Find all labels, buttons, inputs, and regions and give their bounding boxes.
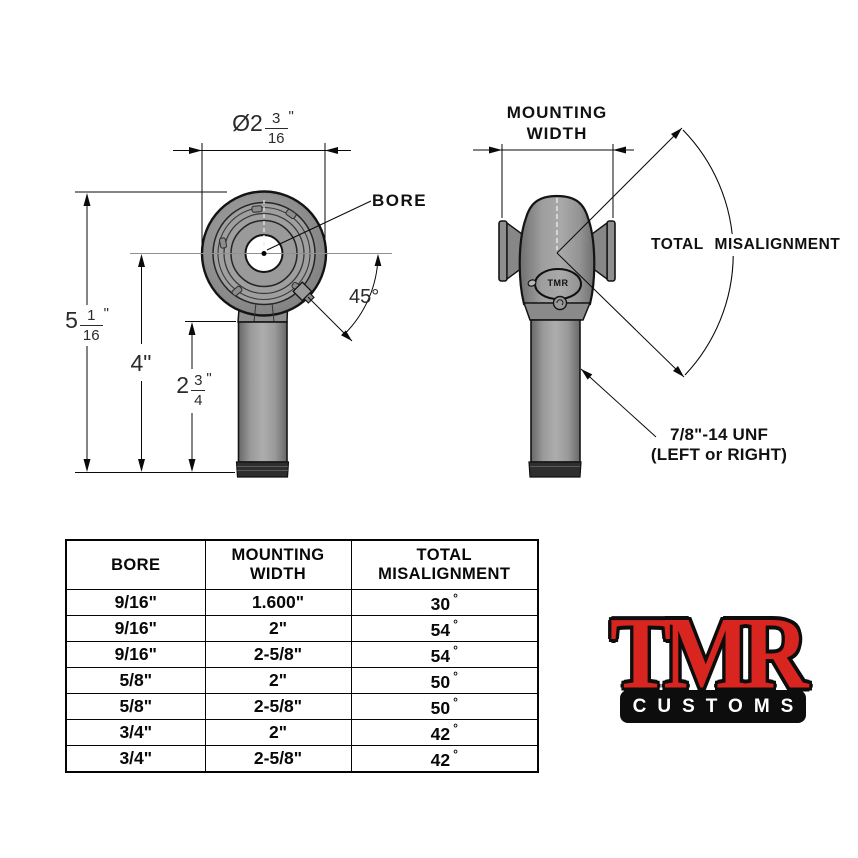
table-header-row: BORE MOUNTING WIDTH TOTAL MISALIGNMENT	[65, 539, 539, 590]
col-header-total-misalignment: TOTAL MISALIGNMENT	[350, 539, 539, 590]
bore-center-dot	[261, 251, 267, 256]
side-shank	[530, 319, 581, 463]
front-shank	[237, 321, 288, 463]
bearing-stake-tabs	[218, 205, 303, 297]
bore-callout: BORE	[372, 191, 428, 210]
logo-customs-bar: CUSTOMS	[620, 690, 806, 723]
logo-brand-text: TMR	[610, 597, 809, 711]
table-row: 3/4" 2" 42°	[65, 719, 539, 746]
left-spacer-flange	[498, 220, 508, 282]
right-spacer-flange	[606, 220, 616, 282]
side-view-dimensions	[473, 127, 734, 438]
front-view-part	[130, 190, 392, 478]
grease-fitting-side	[552, 295, 568, 311]
side-view-part	[498, 194, 616, 478]
diameter-symbol: Ø	[232, 110, 251, 136]
total-misalignment-callout: TOTAL MISALIGNMENT	[648, 234, 844, 256]
table-row: 3/4" 2-5/8" 42°	[65, 745, 539, 773]
table-row: 9/16" 1.600" 30°	[65, 589, 539, 616]
tmr-stamp-text: TMR	[547, 278, 569, 288]
col-header-mounting-width: MOUNTING WIDTH	[204, 539, 352, 590]
front-view-dimensions	[75, 143, 382, 473]
front-shank-thread-end	[235, 461, 290, 478]
col-header-bore: BORE	[65, 539, 206, 590]
thread-callout: 7/8"-14 UNF (LEFT or RIGHT)	[650, 425, 788, 464]
table-row: 5/8" 2-5/8" 50°	[65, 693, 539, 720]
tmr-customs-logo: CUSTOMS TMR	[604, 603, 824, 724]
angle-callout: 45°	[349, 286, 380, 308]
side-shank-thread-end	[528, 461, 582, 478]
mounting-width-callout: MOUNTING WIDTH	[506, 103, 608, 143]
logo-customs-text: CUSTOMS	[632, 695, 805, 717]
table-row: 9/16" 2-5/8" 54°	[65, 641, 539, 668]
dim-center-height: 4"	[130, 350, 152, 376]
table-row: 9/16" 2" 54°	[65, 615, 539, 642]
table-row: 5/8" 2" 50°	[65, 667, 539, 694]
spec-table: BORE MOUNTING WIDTH TOTAL MISALIGNMENT 9…	[65, 539, 539, 773]
